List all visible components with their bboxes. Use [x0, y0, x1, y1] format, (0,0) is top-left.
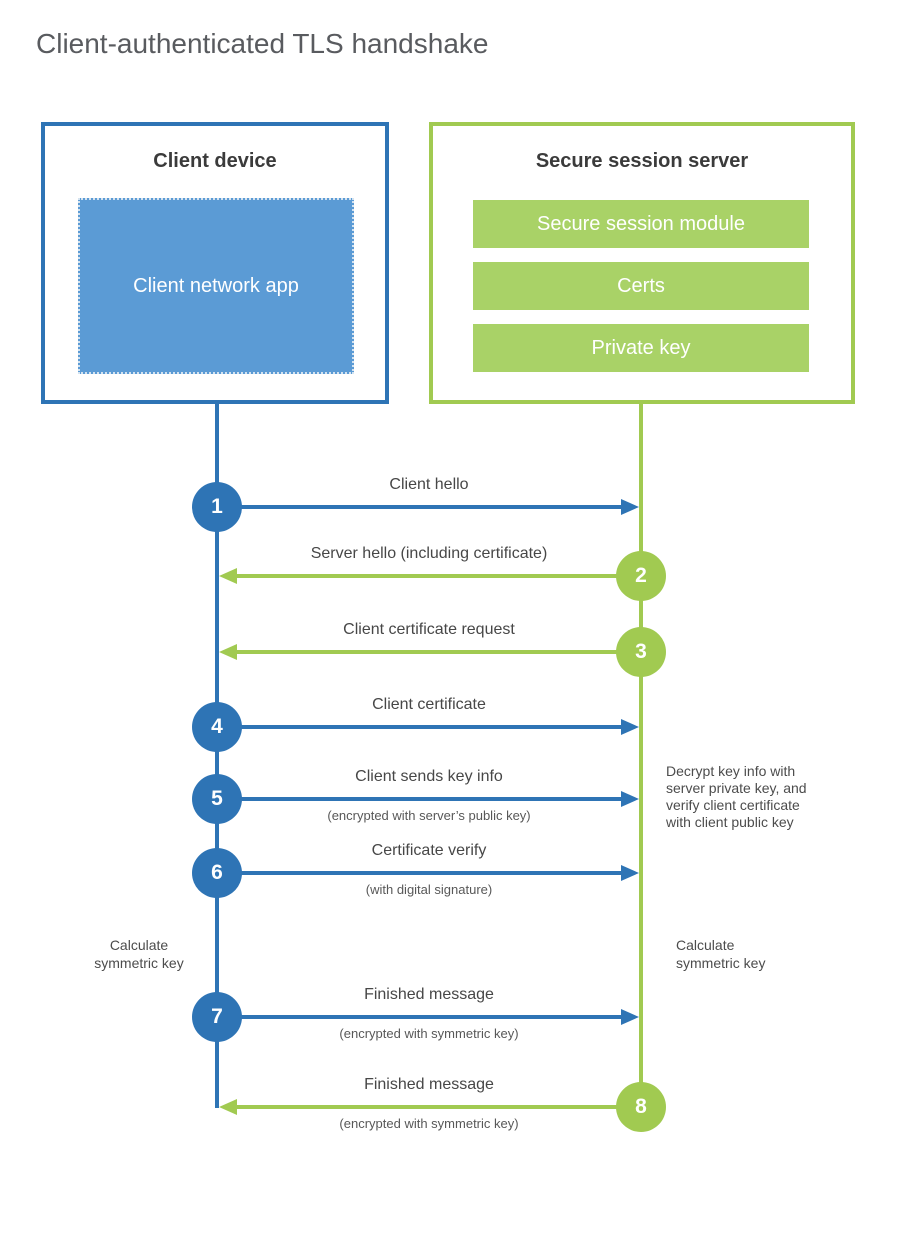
- server-decrypt-note-line: Decrypt key info with: [666, 763, 796, 779]
- step-number-badge: 2: [616, 551, 666, 601]
- secure-session-server-title: Secure session server: [535, 150, 749, 172]
- server-lifeline: [639, 404, 643, 1110]
- server-module-certs: Certs: [473, 262, 809, 310]
- arrowhead-right-icon: [621, 719, 639, 735]
- arrowhead-right-icon: [621, 791, 639, 807]
- message-label: Certificate verify: [371, 842, 487, 859]
- message-label: Client hello: [389, 476, 469, 493]
- step-number-badge: 4: [192, 702, 242, 752]
- message-label: Client certificate request: [343, 621, 515, 638]
- server-calculate-key-note: Calculate symmetric key: [676, 937, 766, 971]
- message-arrow-line: [219, 871, 623, 875]
- page-title: Client-authenticated TLS handshake: [36, 28, 489, 59]
- client-lifeline: [215, 404, 219, 1108]
- message-label: Client certificate: [372, 696, 486, 713]
- client-network-app-box: Client network app: [78, 198, 354, 374]
- message-label: Client sends key info: [355, 768, 503, 785]
- step-number-badge: 5: [192, 774, 242, 824]
- arrowhead-right-icon: [621, 499, 639, 515]
- server-module-secure-session: Secure session module: [473, 200, 809, 248]
- message-arrow-line: [219, 505, 623, 509]
- server-decrypt-note-line: server private key, and: [666, 780, 807, 796]
- client-device-title: Client device: [153, 150, 277, 172]
- client-network-app-label: Client network app: [133, 274, 299, 297]
- server-decrypt-note-line: verify client certificate: [666, 797, 800, 813]
- message-label: Server hello (including certificate): [310, 545, 548, 562]
- server-decrypt-note-line: with client public key: [666, 814, 794, 830]
- server-decrypt-note: Decrypt key info with server private key…: [666, 763, 807, 831]
- message-arrow-line: [219, 797, 623, 801]
- message-arrow-line: [219, 1015, 623, 1019]
- step-number-badge: 6: [192, 848, 242, 898]
- message-arrow-line: [237, 650, 641, 654]
- message-arrow-line: [219, 725, 623, 729]
- arrowhead-right-icon: [621, 865, 639, 881]
- client-calculate-key-note: Calculate symmetric key: [94, 937, 184, 971]
- message-sublabel: (encrypted with symmetric key): [339, 1116, 519, 1131]
- step-number-badge: 1: [192, 482, 242, 532]
- client-device-box: Client device Client network app: [41, 122, 389, 404]
- arrowhead-left-icon: [219, 568, 237, 584]
- server-module-private-key: Private key: [473, 324, 809, 372]
- message-sublabel: (with digital signature): [365, 882, 493, 897]
- arrowhead-right-icon: [621, 1009, 639, 1025]
- message-label: Finished message: [364, 986, 494, 1003]
- secure-session-server-box: Secure session server Secure session mod…: [429, 122, 855, 404]
- message-sublabel: (encrypted with server’s public key): [327, 808, 531, 823]
- arrowhead-left-icon: [219, 1099, 237, 1115]
- step-number-badge: 8: [616, 1082, 666, 1132]
- message-arrow-line: [237, 574, 641, 578]
- message-arrow-line: [237, 1105, 641, 1109]
- arrowhead-left-icon: [219, 644, 237, 660]
- step-number-badge: 3: [616, 627, 666, 677]
- step-number-badge: 7: [192, 992, 242, 1042]
- message-sublabel: (encrypted with symmetric key): [339, 1026, 519, 1041]
- message-label: Finished message: [364, 1076, 494, 1093]
